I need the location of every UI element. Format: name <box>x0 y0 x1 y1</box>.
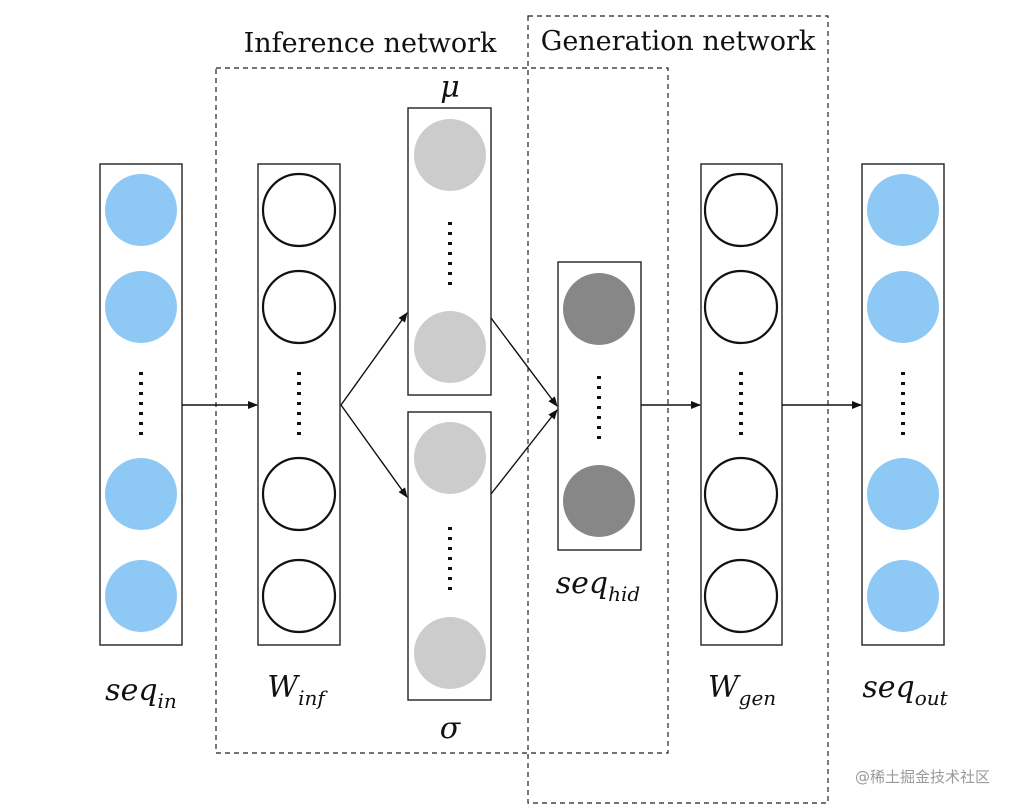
arrow-mu-to-seqhid <box>490 317 558 407</box>
node <box>414 422 486 494</box>
node <box>105 174 177 246</box>
arrow-winf-to-sigma <box>340 404 408 498</box>
layer-label: seqin <box>105 673 177 713</box>
generation-network-region <box>527 15 829 804</box>
watermark: @稀土掘金技术社区 <box>855 768 990 786</box>
layer-label: seqhid <box>556 566 640 606</box>
layer-seq-out: seqout <box>861 163 949 710</box>
inference-network-label: Inference network <box>244 28 497 59</box>
layer-label: Winf <box>267 670 328 710</box>
node <box>261 456 337 532</box>
node <box>703 269 779 345</box>
node <box>563 465 635 537</box>
node <box>563 273 635 345</box>
layer-label: σ <box>440 711 462 746</box>
node <box>703 558 779 634</box>
layer-sigma: σ <box>407 411 492 746</box>
node <box>105 560 177 632</box>
arrow-winf-to-mu <box>340 312 408 406</box>
layer-seq-in: seqin <box>99 163 183 713</box>
inference-network-region <box>215 67 669 754</box>
node <box>261 269 337 345</box>
node <box>105 458 177 530</box>
node <box>414 119 486 191</box>
generation-network-label: Generation network <box>541 26 816 57</box>
layer-mu: μ <box>407 70 492 396</box>
layer-seq-hid: seqhid <box>556 261 642 606</box>
node <box>867 560 939 632</box>
layer-label: Wgen <box>708 670 776 710</box>
layer-label: seqout <box>862 670 948 710</box>
layer-w-gen: Wgen <box>700 163 783 710</box>
node <box>414 617 486 689</box>
node <box>867 458 939 530</box>
node <box>867 174 939 246</box>
node <box>414 311 486 383</box>
node <box>261 558 337 634</box>
node <box>867 271 939 343</box>
layer-w-inf: Winf <box>257 163 341 710</box>
node <box>703 456 779 532</box>
node <box>703 172 779 248</box>
node <box>261 172 337 248</box>
arrow-sigma-to-seqhid <box>490 409 558 495</box>
node <box>105 271 177 343</box>
layer-label: μ <box>440 70 460 105</box>
